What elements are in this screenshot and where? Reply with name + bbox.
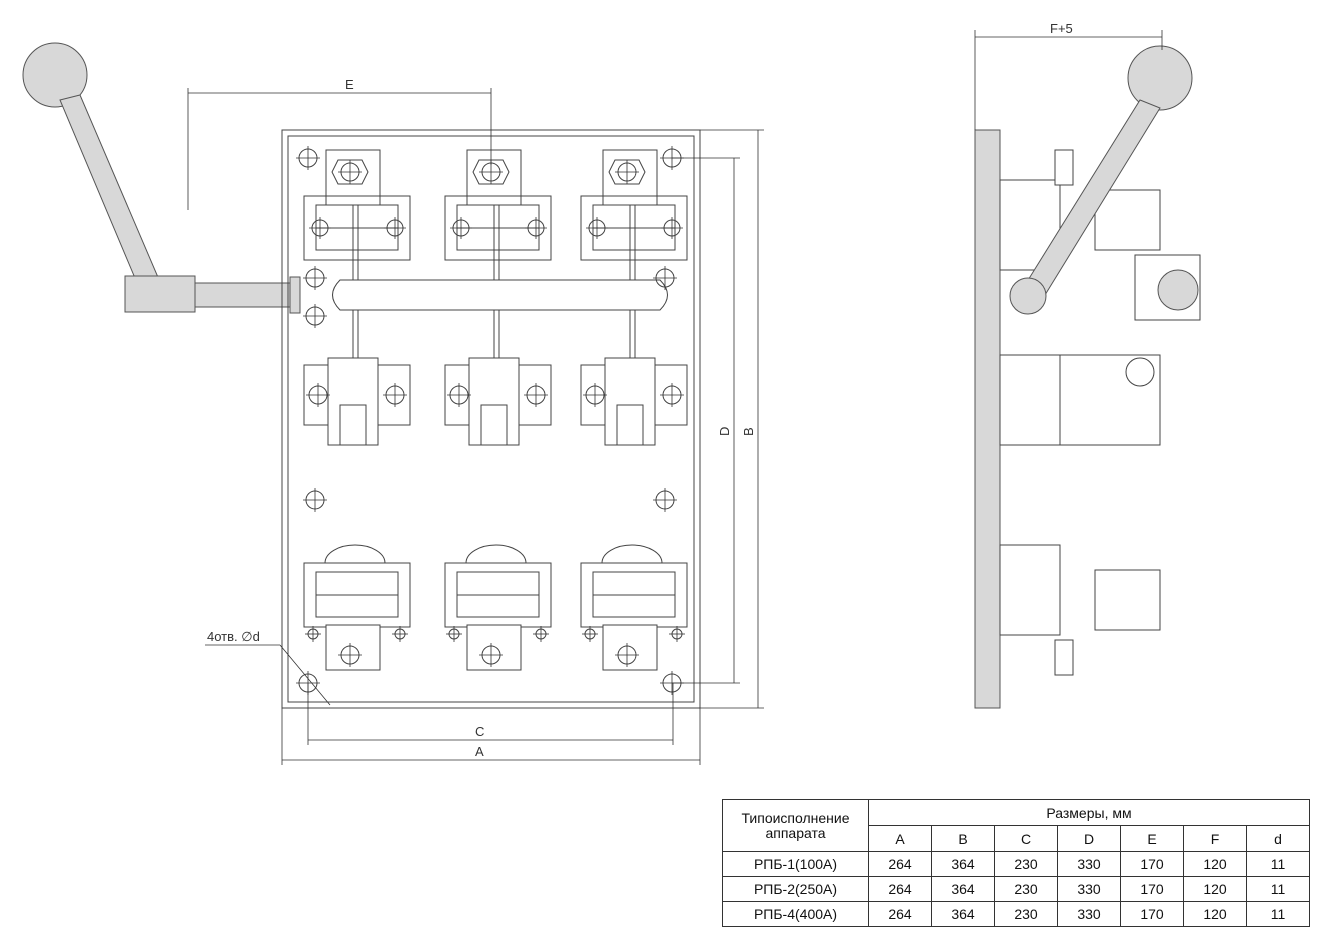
dimension-value: 230 [994, 851, 1058, 877]
dimensions-table: Типоисполнение аппарата Размеры, мм A B … [722, 799, 1310, 927]
dimension-value: 170 [1120, 851, 1184, 877]
dimension-B: B [700, 129, 764, 709]
dimension-value: 120 [1183, 851, 1247, 877]
svg-text:A: A [475, 744, 484, 759]
dimension-value: 120 [1183, 876, 1247, 902]
col-header: E [1120, 825, 1184, 852]
dimension-value: 264 [868, 901, 932, 927]
svg-text:D: D [717, 427, 732, 436]
dimension-value: 170 [1120, 901, 1184, 927]
dimension-value: 330 [1057, 851, 1121, 877]
model-name: РПБ-1(100А) [722, 851, 869, 877]
dimension-value: 170 [1120, 876, 1184, 902]
dimension-value: 364 [931, 901, 995, 927]
dimension-value: 364 [931, 876, 995, 902]
svg-text:C: C [475, 724, 484, 739]
holes-callout: 4отв. ∅d [205, 629, 331, 706]
dimension-value: 364 [931, 851, 995, 877]
svg-text:B: B [741, 427, 756, 436]
type-header: Типоисполнение аппарата [722, 799, 869, 852]
dimension-value: 230 [994, 876, 1058, 902]
svg-text:4отв. ∅d: 4отв. ∅d [207, 629, 260, 644]
insulating-shaft [332, 279, 668, 311]
col-header: F [1183, 825, 1247, 852]
front-view: E C A D B 4отв. ∅d [22, 42, 764, 765]
col-header: A [868, 825, 932, 852]
dimension-value: 11 [1246, 901, 1310, 927]
contact-modules [303, 149, 688, 671]
col-header: C [994, 825, 1058, 852]
model-name: РПБ-4(400А) [722, 901, 869, 927]
svg-text:F+5: F+5 [1050, 21, 1073, 36]
sizes-header: Размеры, мм [868, 799, 1310, 826]
switch-technical-drawing: E C A D B 4отв. ∅d [22, 21, 1201, 765]
dimension-C: C [307, 683, 674, 745]
dimension-F5: F+5 [974, 21, 1163, 130]
dimension-value: 330 [1057, 901, 1121, 927]
dimension-value: 264 [868, 876, 932, 902]
dimension-value: 11 [1246, 876, 1310, 902]
model-name: РПБ-2(250А) [722, 876, 869, 902]
dimension-value: 230 [994, 901, 1058, 927]
mounting-holes [296, 146, 684, 695]
handle [22, 42, 301, 314]
dimension-D: D [672, 157, 740, 684]
col-header: B [931, 825, 995, 852]
col-header: d [1246, 825, 1310, 852]
col-header: D [1057, 825, 1121, 852]
dimension-A: A [281, 708, 701, 765]
side-view: F+5 [974, 21, 1201, 709]
dimension-value: 330 [1057, 876, 1121, 902]
dimension-value: 120 [1183, 901, 1247, 927]
dimension-E: E [187, 77, 492, 210]
svg-text:E: E [345, 77, 354, 92]
dimension-value: 264 [868, 851, 932, 877]
dimension-value: 11 [1246, 851, 1310, 877]
